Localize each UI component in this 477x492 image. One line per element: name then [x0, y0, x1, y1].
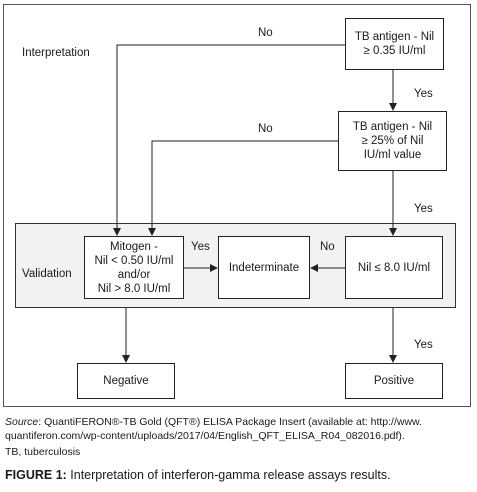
figure-title: Interpretation of interferon-gamma relea… [66, 468, 391, 482]
edge-label-yes-mitogen: Yes [191, 241, 210, 253]
mitogen-box: Mitogen - Nil < 0.50 IU/ml and/or Nil > … [84, 236, 184, 299]
indeterminate-box: Indeterminate [218, 236, 310, 299]
figure-label: FIGURE 1: [5, 468, 67, 482]
edge-label-yes-2: Yes [414, 203, 433, 215]
edge-label-yes-positive: Yes [414, 339, 433, 351]
figure-caption: FIGURE 1: Interpretation of interferon-g… [5, 468, 391, 482]
validation-label: Validation [22, 268, 72, 280]
negative-box: Negative [77, 363, 175, 399]
edge-label-yes-1: Yes [414, 88, 433, 100]
figure-frame [3, 4, 471, 407]
tb-antigen-25pct-box: TB antigen - Nil ≥ 25% of Nil IU/ml valu… [338, 111, 447, 171]
edge-label-no-2: No [258, 123, 273, 135]
nil-box: Nil ≤ 8.0 IU/ml [345, 236, 443, 299]
caption-source: Source: QuantiFERON®-TB Gold (QFT®) ELIS… [5, 416, 422, 429]
arrow-no-1 [113, 44, 345, 236]
edge-label-no-nil: No [320, 241, 335, 253]
caption-source-line2: quantiferon.com/wp-content/uploads/2017/… [5, 430, 405, 442]
caption-abbrev: TB, tuberculosis [5, 446, 81, 458]
source-label: Source [5, 416, 39, 428]
edge-label-no-1: No [258, 27, 273, 39]
interpretation-label: Interpretation [22, 47, 90, 59]
positive-box: Positive [345, 363, 443, 399]
source-line1: : QuantiFERON®-TB Gold (QFT®) ELISA Pack… [38, 416, 422, 428]
tb-antigen-nil-box: TB antigen - Nil ≥ 0.35 IU/ml [345, 18, 444, 70]
arrow-no-2 [148, 140, 338, 236]
